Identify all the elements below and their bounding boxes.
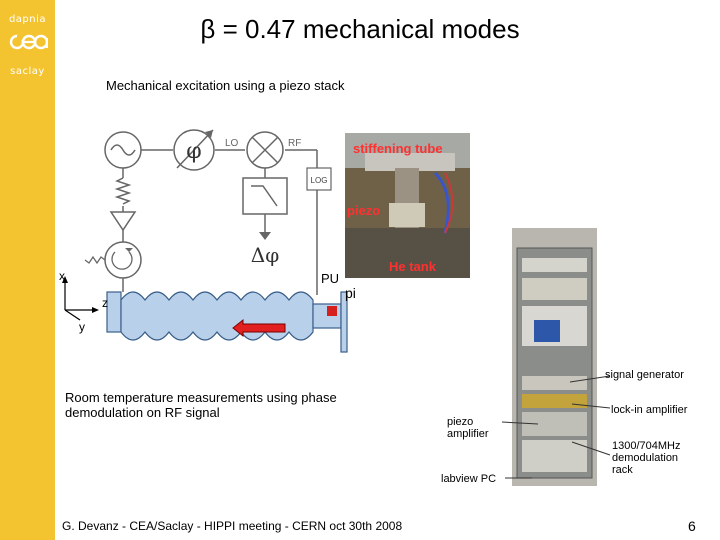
down-arrow-icon bbox=[259, 232, 271, 240]
piezo-label: piezo bbox=[345, 285, 355, 301]
demodulation-rack-label: 1300/704MHz demodulation rack bbox=[612, 440, 681, 476]
lowpass-filter-icon bbox=[242, 177, 288, 215]
oscillator-icon bbox=[104, 131, 142, 169]
rf-label: RF bbox=[288, 138, 301, 149]
axes-icon: x z y bbox=[59, 269, 108, 334]
amplifier-icon bbox=[109, 211, 137, 232]
stiffening-tube-label: stiffening tube bbox=[353, 141, 443, 156]
schematic-diagram: φ LO RF LOG Δφ PU piezo bbox=[59, 129, 355, 353]
slide-subtitle: Mechanical excitation using a piezo stac… bbox=[106, 78, 345, 93]
sidebar bbox=[0, 0, 55, 540]
description-text: Room temperature measurements using phas… bbox=[65, 390, 337, 420]
page-number: 6 bbox=[688, 518, 696, 534]
brand-dapnia: dapnia bbox=[8, 14, 47, 25]
brand-saclay: saclay bbox=[10, 66, 45, 77]
phi-symbol: φ bbox=[186, 139, 201, 164]
log-box bbox=[306, 167, 332, 191]
he-tank-label: He tank bbox=[389, 259, 436, 274]
signal-generator-label: signal generator bbox=[605, 369, 684, 381]
axis-y-label: y bbox=[79, 320, 85, 334]
attenuator-icon bbox=[114, 177, 132, 205]
labview-pc-label: labview PC bbox=[441, 473, 497, 485]
mixer-icon bbox=[246, 131, 284, 169]
axis-x-label: x bbox=[59, 269, 65, 283]
cea-logo-icon bbox=[9, 34, 48, 50]
load-resistor-icon bbox=[84, 255, 106, 265]
red-arrow-icon bbox=[232, 318, 286, 338]
rack-photo bbox=[512, 228, 597, 486]
rack-leader-lines bbox=[501, 375, 611, 479]
circulator-icon bbox=[104, 241, 142, 279]
footer-text: G. Devanz - CEA/Saclay - HIPPI meeting -… bbox=[62, 519, 403, 533]
slide-title: β = 0.47 mechanical modes bbox=[200, 14, 520, 44]
lo-label: LO bbox=[225, 138, 239, 149]
log-label: LOG bbox=[311, 176, 328, 185]
axis-z-label: z bbox=[102, 296, 108, 310]
piezo-amplifier-label: piezo amplifier bbox=[447, 416, 489, 440]
delta-phi-label: Δφ bbox=[251, 243, 279, 267]
lock-in-amplifier-label: lock-in amplifier bbox=[611, 404, 688, 416]
pu-label: PU bbox=[321, 271, 339, 286]
piezo-photo: stiffening tube piezo He tank bbox=[345, 133, 470, 278]
piezo-photo-label: piezo bbox=[347, 203, 381, 218]
cavity-icon bbox=[106, 291, 348, 353]
phase-shifter-icon: φ bbox=[173, 129, 215, 171]
